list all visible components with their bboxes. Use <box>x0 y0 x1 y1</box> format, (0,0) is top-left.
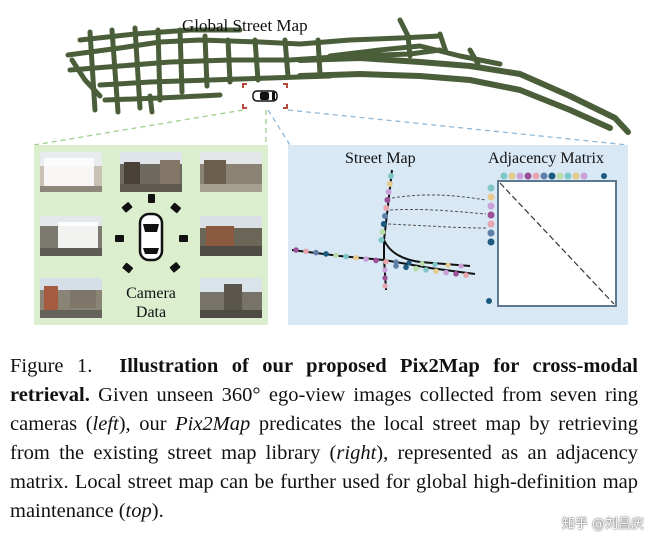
graph-node <box>419 261 425 267</box>
caption-right: right <box>336 442 377 464</box>
street-map-label: Street Map <box>345 150 416 167</box>
graph-node <box>380 221 387 227</box>
graph-node <box>458 263 464 269</box>
graph-node <box>388 173 394 179</box>
adjacency-matrix-label: Adjacency Matrix <box>488 150 604 167</box>
matrix-column-node <box>601 173 607 179</box>
matrix-column-node <box>500 172 508 180</box>
matrix-column-node <box>548 172 556 180</box>
graph-node <box>403 264 409 271</box>
matrix-row-node <box>487 193 495 201</box>
camera-data-label-line1: Camera <box>126 285 176 302</box>
graph-node <box>393 263 399 269</box>
graph-node <box>373 257 379 264</box>
matrix-column-nodes <box>500 172 588 180</box>
graph-node <box>378 237 385 243</box>
local-street-map-graph <box>291 169 476 291</box>
graph-node <box>445 262 451 268</box>
camera-image-rear-left <box>40 278 102 318</box>
graph-node <box>353 254 359 261</box>
graph-node <box>383 205 390 211</box>
graph-node <box>432 261 438 267</box>
watermark: 知乎 @刘昌庆 <box>561 517 644 532</box>
matrix-row-node <box>487 220 495 228</box>
figure-caption: Figure 1. Illustration of our proposed P… <box>10 352 638 526</box>
graph-node <box>393 259 399 265</box>
camera-image-rear-right <box>200 278 262 318</box>
caption-text-3: predicates the local street map by retri… <box>10 413 638 464</box>
matrix-column-node <box>524 172 532 180</box>
camera-thumbnails <box>40 152 262 318</box>
matrix-column-node <box>556 172 564 180</box>
camera-image-front-right <box>200 152 262 192</box>
graph-node <box>433 268 439 275</box>
ego-car-callout <box>242 83 288 109</box>
graph-node <box>382 275 388 281</box>
global-street-map-label: Global Street Map <box>182 16 308 35</box>
leader-line-left <box>33 109 244 146</box>
graph-node <box>423 267 429 273</box>
graph-node <box>313 249 319 256</box>
figure-number: Figure 1. <box>10 355 93 377</box>
leader-line-right <box>287 109 629 146</box>
matrix-column-node <box>516 172 524 180</box>
matrix-column-node <box>580 172 588 180</box>
camera-data-label-line2: Data <box>136 304 166 321</box>
figure-1: Global Street Map <box>33 16 631 325</box>
graph-node <box>323 251 329 257</box>
global-street-map-graphic <box>65 17 631 135</box>
matrix-row-node <box>487 229 495 237</box>
matrix-column-node <box>532 172 540 180</box>
car-with-ring-cameras-icon <box>115 194 188 274</box>
figure-canvas: Global Street Map <box>33 16 631 325</box>
matrix-row-node <box>487 184 495 192</box>
node-to-matrix-arrows <box>387 194 487 229</box>
caption-left: left <box>92 413 119 435</box>
matrix-column-node <box>572 172 580 180</box>
matrix-row-node <box>487 238 495 246</box>
matrix-column-node <box>540 172 548 180</box>
graph-node <box>293 247 299 253</box>
camera-image-front-left <box>40 152 102 192</box>
graph-node <box>406 260 412 266</box>
caption-text-4: ), represented as an adjacency matrix. L… <box>10 442 638 522</box>
graph-node <box>303 248 309 255</box>
graph-node <box>453 271 459 277</box>
matrix-row-node <box>487 202 495 210</box>
caption-pix2map: Pix2Map <box>175 413 251 435</box>
camera-image-side-right <box>200 216 262 256</box>
matrix-column-node <box>564 172 572 180</box>
graph-node <box>383 258 389 265</box>
graph-node <box>413 265 419 272</box>
caption-top: top <box>125 500 152 522</box>
graph-node <box>343 253 349 260</box>
graph-node <box>379 229 386 235</box>
graph-node <box>463 272 469 278</box>
caption-text-5: ). <box>151 500 164 522</box>
caption-text-2: ), our <box>118 413 176 435</box>
graph-node <box>385 189 392 195</box>
caption-title: Illustration of our proposed Pix2Map for… <box>10 355 638 406</box>
matrix-row-node <box>486 298 492 304</box>
matrix-row-nodes <box>487 184 495 246</box>
camera-image-side-left <box>40 216 102 256</box>
matrix-row-node <box>487 211 495 219</box>
car-icon <box>252 90 278 102</box>
matrix-column-node <box>508 172 516 180</box>
graph-nodes <box>293 173 469 289</box>
graph-node <box>333 252 339 258</box>
graph-node <box>363 256 369 262</box>
camera-image-front-center <box>120 152 182 192</box>
leader-line-mid-right <box>267 109 291 146</box>
graph-node <box>382 267 388 273</box>
graph-node <box>382 213 388 219</box>
graph-node <box>384 197 391 203</box>
caption-text-1: Given unseen 360° ego-view images collec… <box>10 384 639 435</box>
graph-node <box>382 283 388 289</box>
graph-node <box>386 181 393 187</box>
graph-node <box>443 269 449 276</box>
adjacency-matrix <box>486 172 617 307</box>
